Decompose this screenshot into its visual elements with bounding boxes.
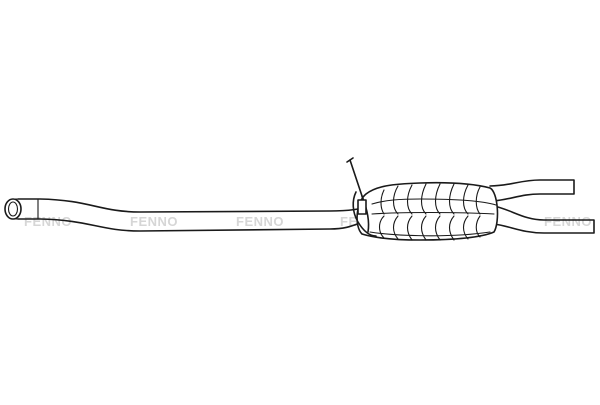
watermark-text: FENNO [236, 214, 284, 229]
outlet-pipe-lower [493, 205, 595, 234]
silencer [356, 181, 499, 241]
watermark-text: FENNO [130, 214, 178, 229]
watermark-text: FENNO [544, 214, 592, 229]
inlet-pipe [4, 198, 373, 232]
watermark-text: FENNO [24, 214, 72, 229]
outlet-pipe-upper [489, 179, 575, 202]
mounting-bracket [346, 157, 377, 237]
